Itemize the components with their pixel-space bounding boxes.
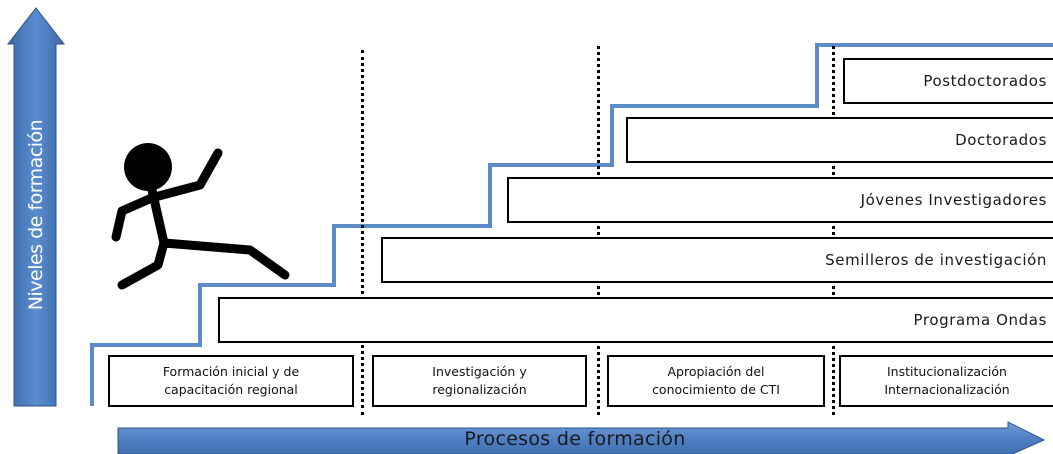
separator-2 bbox=[597, 46, 600, 415]
level-label: Jóvenes Investigadores bbox=[860, 191, 1047, 209]
process-line-1: Apropiación del bbox=[667, 364, 765, 379]
level-label: Doctorados bbox=[955, 131, 1047, 149]
level-label: Programa Ondas bbox=[913, 311, 1047, 329]
separator-3 bbox=[832, 46, 835, 415]
process-line-1: Formación inicial y de bbox=[162, 364, 300, 379]
process-line-2: Internacionalización bbox=[884, 382, 1010, 397]
process-line-2: regionalización bbox=[432, 382, 527, 397]
process-formacion-inicial: Formación inicial y de capacitación regio… bbox=[108, 355, 354, 407]
separator-1 bbox=[361, 50, 364, 415]
stick-figure-climbing-icon bbox=[111, 143, 290, 290]
process-line-2: conocimiento de CTI bbox=[652, 382, 780, 397]
level-jovenes-investigadores: Jóvenes Investigadores bbox=[507, 177, 1053, 223]
level-label: Semilleros de investigación bbox=[825, 251, 1047, 269]
process-line-1: Investigación y bbox=[432, 364, 527, 379]
level-semilleros: Semilleros de investigación bbox=[381, 237, 1053, 283]
process-line-2: capacitación regional bbox=[164, 382, 298, 397]
level-label: Postdoctorados bbox=[923, 72, 1047, 90]
process-line-1: Institucionalización bbox=[887, 364, 1007, 379]
level-doctorados: Doctorados bbox=[626, 117, 1053, 163]
process-investigacion: Investigación y regionalización bbox=[372, 355, 587, 407]
process-apropiacion: Apropiación del conocimiento de CTI bbox=[607, 355, 825, 407]
level-programa-ondas: Programa Ondas bbox=[218, 297, 1053, 343]
level-postdoctorados: Postdoctorados bbox=[843, 58, 1053, 104]
horizontal-axis-label: Procesos de formación bbox=[464, 428, 686, 450]
